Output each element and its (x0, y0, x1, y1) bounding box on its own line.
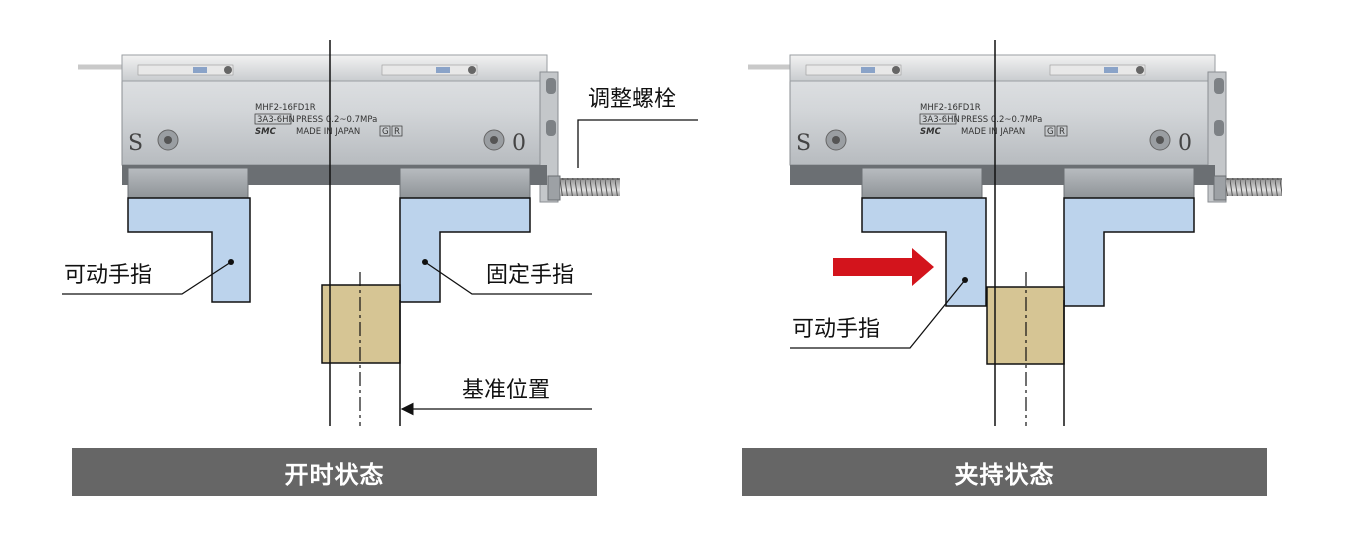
badge-g-text: G (382, 127, 389, 137)
code-text: 3A3-6HN (257, 115, 295, 125)
badge-g (379, 125, 391, 137)
model-text: MHF2-16FD1R (920, 103, 981, 113)
label-adjust-bolt: 调整螺栓 (588, 87, 676, 112)
leader-line (424, 261, 592, 295)
workpiece (321, 284, 401, 364)
leader-line (577, 119, 698, 168)
label-movable-finger: 可动手指 (64, 263, 152, 288)
brand-logo: SMC (920, 127, 942, 137)
badge-r-text: R (1059, 127, 1065, 137)
badge-r (391, 125, 403, 137)
switch-led (861, 67, 875, 73)
movable-jaw (861, 167, 983, 199)
made-text: MADE IN JAPAN (296, 127, 360, 137)
brand-logo: SMC (255, 127, 277, 137)
auto-switch (137, 64, 234, 76)
label-fixed-finger: 固定手指 (486, 263, 574, 288)
screw-icon (468, 66, 476, 74)
port-icon (546, 120, 556, 136)
badge-r (1056, 125, 1068, 137)
code-box (254, 113, 292, 125)
port-icon (1214, 78, 1224, 94)
switch-led (1104, 67, 1118, 73)
badge-r-text: R (394, 127, 400, 137)
code-box (919, 113, 957, 125)
press-text: PRESS 0.2~0.7MPa (961, 115, 1042, 125)
lock-nut (1213, 175, 1227, 201)
fixed-jaw (399, 167, 531, 199)
leader-line (62, 261, 232, 295)
movable-finger (127, 197, 251, 303)
motion-arrow-icon (833, 248, 934, 286)
screw-icon (892, 66, 900, 74)
movable-jaw (127, 167, 249, 199)
switch-led (436, 67, 450, 73)
press-text: PRESS 0.2~0.7MPa (296, 115, 377, 125)
left-panel: MHF2-16FD1R 3A3-6HN PRESS 0.2~0.7MPa SMC… (62, 40, 698, 426)
screw-icon (1136, 66, 1144, 74)
model-text: MHF2-16FD1R (255, 103, 316, 113)
auto-switch (381, 64, 478, 76)
lock-nut (547, 175, 561, 201)
mark-s: S (128, 131, 143, 156)
badge-g (1044, 125, 1056, 137)
leader-line (790, 279, 966, 349)
state-banner-open: 开时状态 (72, 448, 597, 496)
mark-o: 0 (1178, 131, 1192, 156)
right-panel: MHF2-16FD1R 3A3-6HN PRESS 0.2~0.7MPa SMC… (748, 40, 1282, 426)
adjusting-bolt (560, 178, 620, 196)
port-icon (1214, 120, 1224, 136)
auto-switch (805, 64, 902, 76)
label-reference-position: 基准位置 (462, 378, 550, 403)
mark-o: 0 (512, 131, 526, 156)
label-movable-finger: 可动手指 (792, 317, 880, 342)
adjusting-bolt (1226, 178, 1282, 196)
made-text: MADE IN JAPAN (961, 127, 1025, 137)
screw-icon (224, 66, 232, 74)
port-icon (546, 78, 556, 94)
auto-switch (1049, 64, 1146, 76)
code-text: 3A3-6HN (922, 115, 960, 125)
badge-g-text: G (1047, 127, 1054, 137)
fixed-finger (1063, 197, 1195, 307)
movable-finger (861, 197, 987, 307)
mark-s: S (796, 131, 811, 156)
state-banner-gripping: 夹持状态 (742, 448, 1267, 496)
fixed-jaw (1063, 167, 1195, 199)
switch-led (193, 67, 207, 73)
